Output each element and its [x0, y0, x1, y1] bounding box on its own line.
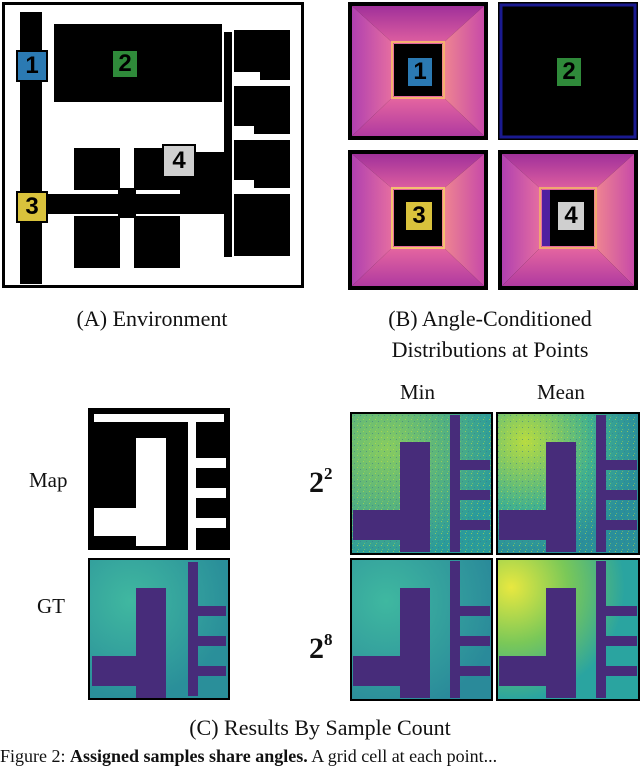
gt-panel	[88, 558, 230, 700]
point-marker-3: 3	[16, 191, 48, 223]
distribution-grid	[348, 2, 638, 290]
row-label-map: Map	[29, 468, 68, 492]
results-grid	[350, 412, 640, 701]
caption-c: (C) Results By Sample Count	[189, 715, 451, 740]
result-min-2-8	[350, 558, 493, 701]
caption-b-line1: (B) Angle-Conditioned	[388, 306, 592, 331]
col-label-mean: Mean	[537, 380, 585, 404]
result-mean-2-2	[496, 412, 640, 555]
footer-prefix: Figure 2:	[0, 746, 70, 766]
caption-b-line2: Distributions at Points	[391, 337, 589, 362]
distribution-marker-1: 1	[406, 56, 434, 88]
distribution-marker-4: 4	[556, 200, 586, 232]
row-label-gt: GT	[37, 594, 65, 618]
point-marker-1: 1	[16, 50, 48, 82]
figure-caption-fragment: Figure 2: Assigned samples share angles.…	[0, 746, 497, 767]
sample-count-2-8: 28	[309, 630, 333, 665]
map-panel	[88, 408, 230, 550]
caption-a: (A) Environment	[76, 306, 228, 331]
point-marker-2: 2	[111, 49, 139, 79]
distribution-marker-2: 2	[555, 56, 583, 88]
distribution-panel-1	[348, 2, 488, 140]
col-label-min: Min	[400, 380, 436, 404]
point-marker-4: 4	[162, 144, 196, 178]
distribution-panel-3	[348, 150, 488, 290]
result-mean-2-8	[496, 558, 640, 701]
sample-count-2-2: 22	[309, 464, 333, 499]
result-min-2-2	[350, 412, 493, 555]
environment-map	[2, 2, 304, 288]
distribution-marker-3: 3	[404, 200, 434, 232]
footer-rest: A grid cell at each point...	[307, 746, 498, 766]
footer-bold: Assigned samples share angles.	[70, 746, 308, 766]
